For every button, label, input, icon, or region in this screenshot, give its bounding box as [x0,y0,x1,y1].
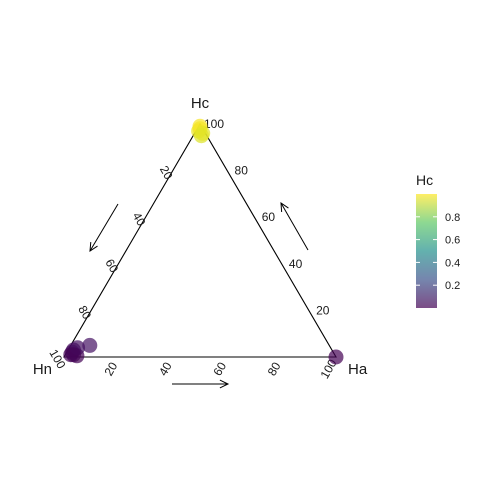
data-point [195,125,211,141]
triangle-outline [63,122,337,358]
tick-label-hc: 20 [316,303,330,317]
legend-tick-label: 0.8 [445,212,460,224]
tick-label-hn: 40 [130,210,149,229]
arrow-shaft [280,202,309,251]
arrow-head [219,379,230,389]
arrow-bottom-edge [172,379,230,389]
legend-colorbar [416,194,437,308]
arrow-head [89,241,98,252]
arrow-shaft [89,203,119,252]
color-legend: Hc 0.2 0.4 0.6 0.8 [416,172,460,308]
arrow-left-edge [89,203,119,252]
tick-label-hc: 60 [262,210,276,224]
vertex-label-top: Hc [191,95,210,112]
tick-label-hn: 80 [75,303,94,322]
vertex-label-left: Hn [33,361,52,378]
data-point [82,337,98,353]
tick-label-hn: 60 [102,257,121,276]
legend-tick-label: 0.6 [445,235,460,247]
tick-label-hn: 20 [157,163,176,182]
legend-title: Hc [416,172,433,188]
tick-label-ha: 40 [156,359,175,378]
tick-label-ha: 20 [102,359,121,378]
data-point [66,347,81,363]
triangle-frame [63,122,337,358]
data-point [328,349,344,365]
tick-label-hc: 80 [235,164,249,178]
tick-label-ha: 60 [210,359,229,378]
arrow-head [280,202,289,213]
legend-tick-label: 0.4 [445,257,460,269]
tick-label-hc: 100 [204,117,224,131]
tick-label-ha: 80 [265,359,284,378]
arrow-right-edge [280,202,309,251]
vertex-label-right: Ha [348,361,368,378]
direction-arrows [89,202,309,389]
legend-tick-label: 0.2 [445,280,460,292]
data-points [63,118,344,365]
tick-label-hc: 40 [289,257,303,271]
